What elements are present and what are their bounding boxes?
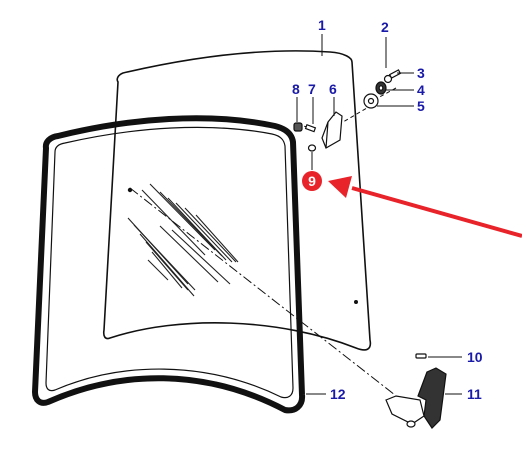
leader-lines: [296, 34, 462, 395]
pin-part-7: [304, 123, 317, 133]
washer-part-4: [375, 81, 387, 95]
lower-hardware: [385, 353, 447, 429]
latch-part-11: [385, 367, 447, 429]
rear-glass-panel: [102, 50, 372, 351]
part-label-10: 10: [467, 349, 483, 365]
glass-reflection-hatch: [127, 183, 239, 297]
bushing-part-5: [363, 93, 379, 109]
part-label-12: 12: [330, 386, 346, 402]
part-label-11: 11: [467, 386, 482, 402]
bolt-part-3: [383, 69, 402, 84]
callout-badge: [302, 171, 322, 191]
part-label-6: 6: [329, 81, 337, 97]
hinge-bracket-part-6: [321, 111, 343, 149]
part-label-7: 7: [308, 81, 316, 97]
part-labels: 1 2 3 4 5 6 7 8 10 11 12: [292, 17, 483, 402]
hinge-hardware: [293, 69, 402, 152]
part-label-9: 9: [308, 173, 316, 189]
part-label-5: 5: [417, 98, 425, 114]
part-label-8: 8: [292, 81, 300, 97]
part-label-4: 4: [417, 82, 425, 98]
highlight-arrow: [328, 176, 522, 238]
part-label-1: 1: [318, 17, 326, 33]
part-label-2: 2: [381, 19, 389, 35]
front-frame-seal: [32, 115, 306, 414]
highlight-callout: 9: [302, 171, 322, 191]
washer-part-9: [307, 144, 317, 152]
part-label-3: 3: [417, 65, 425, 81]
mounting-hole: [127, 187, 133, 193]
nut-part-8: [293, 122, 303, 132]
screw-part-10: [415, 353, 427, 359]
